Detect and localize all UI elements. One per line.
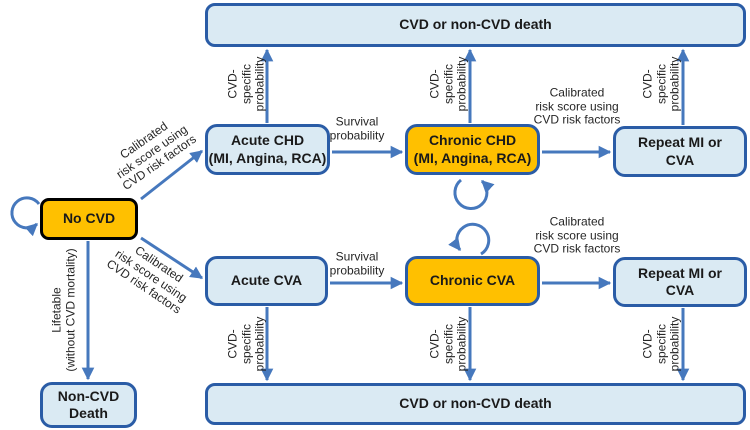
arrow-no-cvd-to-acute-cva — [140, 236, 204, 280]
node-no-cvd: No CVD — [40, 198, 138, 240]
node-repeat-mi-bottom: Repeat MI or CVA — [613, 257, 747, 307]
node-chronic-chd: Chronic CHD (MI, Angina, RCA) — [405, 124, 540, 175]
arrow-no-cvd-to-acute-chd — [140, 149, 203, 201]
node-repeat-mi-top: Repeat MI or CVA — [613, 126, 747, 177]
self-loop-no-cvd — [10, 196, 41, 237]
self-loop-chronic-chd — [453, 178, 495, 211]
node-acute-cva: Acute CVA — [205, 256, 328, 306]
node-acute-chd: Acute CHD (MI, Angina, RCA) — [205, 124, 330, 175]
self-loop-chronic-cva — [448, 222, 491, 256]
node-top-death: CVD or non-CVD death — [205, 3, 746, 47]
node-non-cvd-death: Non-CVD Death — [40, 382, 137, 428]
node-chronic-cva: Chronic CVA — [405, 256, 540, 306]
node-bottom-death: CVD or non-CVD death — [205, 383, 746, 425]
